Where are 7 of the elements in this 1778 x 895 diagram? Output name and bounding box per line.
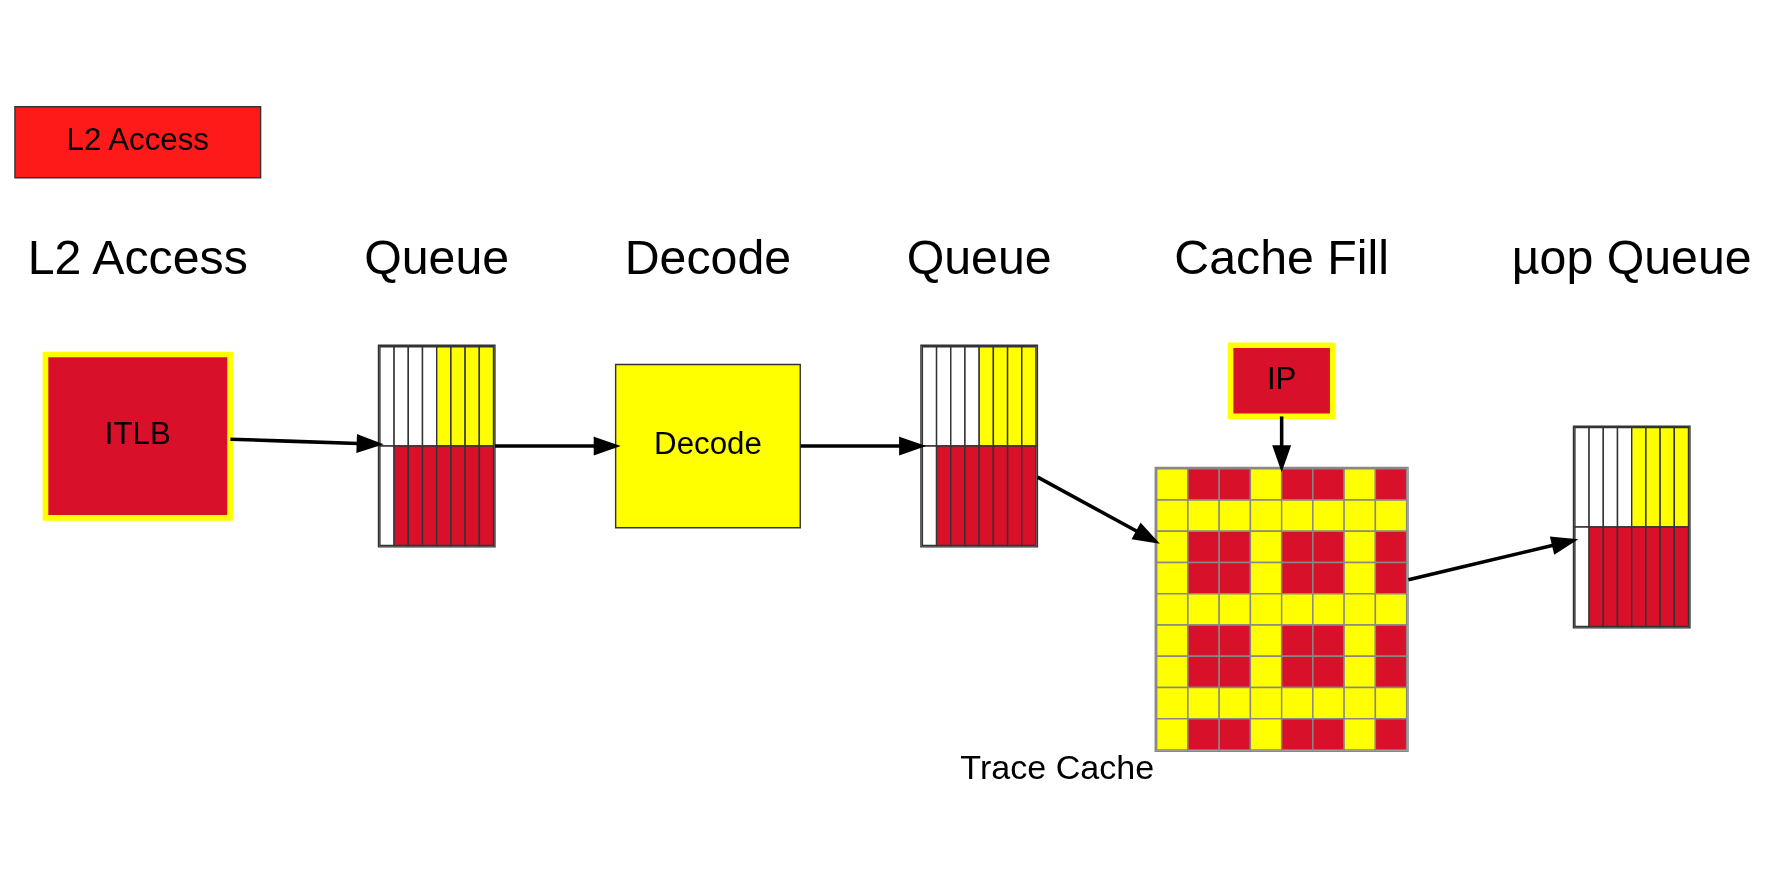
label: Queue: [906, 229, 1052, 284]
label: Decode: [624, 229, 792, 284]
label: Cache Fill: [1174, 229, 1389, 284]
node-label: Trace Cache: [960, 747, 1155, 786]
label: µop Queue: [1511, 229, 1752, 284]
label: L2 Access: [27, 229, 248, 284]
label: Queue: [364, 229, 510, 284]
